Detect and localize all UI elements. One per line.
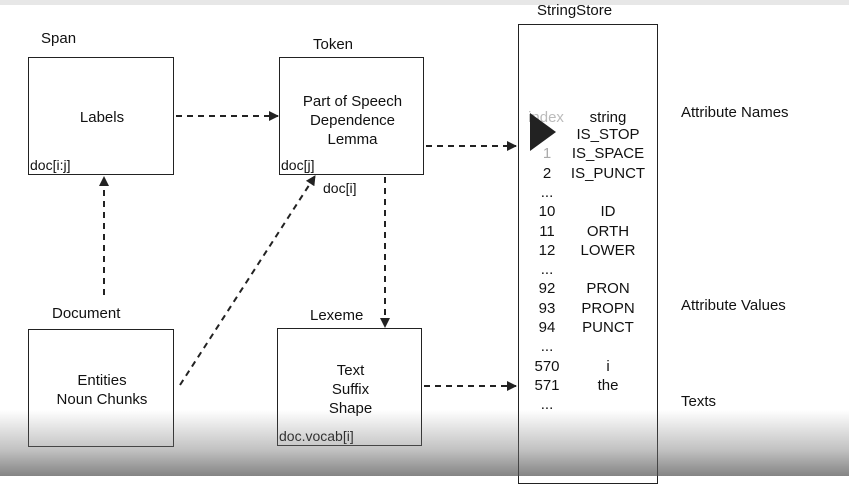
stringstore-index: 570	[534, 357, 560, 375]
span-title: Span	[41, 30, 77, 47]
stringstore-box	[518, 24, 658, 484]
token-line-pos: Part of Speech	[302, 93, 403, 110]
stringstore-index: 12	[538, 241, 556, 259]
stringstore-string: PRON	[586, 280, 630, 298]
lexeme-line-suffix: Suffix	[331, 381, 370, 398]
stringstore-index: ...	[540, 338, 554, 356]
stringstore-string: the	[597, 376, 619, 394]
stringstore-index: 10	[538, 203, 556, 221]
stringstore-string: ID	[600, 203, 616, 221]
stringstore-title: StringStore	[537, 2, 613, 19]
token-title: Token	[313, 36, 354, 53]
stringstore-string: IS_PUNCT	[570, 164, 646, 182]
arrow-document-to-token	[179, 175, 316, 386]
span-accessor: doc[i:j]	[30, 157, 71, 173]
token-content: Part of Speech Dependence Lemma	[280, 92, 425, 149]
texts-label: Texts	[681, 393, 717, 410]
stringstore-index: 93	[538, 299, 556, 317]
document-title: Document	[52, 305, 121, 322]
document-line-noun-chunks: Noun Chunks	[56, 391, 148, 408]
stringstore-index: 2	[542, 164, 552, 182]
stringstore-index: 94	[538, 319, 556, 336]
stringstore-index: 11	[539, 222, 555, 240]
token-line-lemma: Lemma	[327, 131, 378, 148]
span-content: Labels	[79, 109, 125, 126]
token-accessor: doc[j]	[281, 157, 315, 173]
span-box: Labels doc[i:j]	[28, 57, 174, 175]
attribute-names-label: Attribute Names	[681, 104, 789, 121]
document-line-entities: Entities	[77, 372, 127, 389]
token-box: Part of Speech Dependence Lemma doc[j]	[279, 57, 424, 175]
stringstore-index: 1	[542, 145, 552, 163]
stringstore-index: 571	[534, 376, 560, 394]
stringstore-index: ...	[540, 396, 554, 414]
token-line-dep: Dependence	[309, 112, 396, 129]
token-accessor-below: doc[i]	[323, 180, 357, 196]
lexeme-title: Lexeme	[310, 307, 364, 324]
stringstore-string: IS_SPACE	[571, 145, 645, 163]
stringstore-string: i	[606, 357, 610, 375]
stringstore-index: ...	[540, 261, 554, 279]
stringstore-string: IS_STOP	[576, 126, 640, 143]
lexeme-line-text: Text	[336, 362, 365, 379]
stringstore-string: ORTH	[586, 222, 630, 240]
stringstore-string: PUNCT	[582, 319, 634, 336]
stringstore-index: ...	[540, 183, 554, 201]
stringstore-string: LOWER	[580, 241, 636, 259]
document-content: Entities Noun Chunks	[29, 371, 175, 409]
stringstore-string: PROPN	[581, 299, 635, 317]
top-divider	[0, 0, 849, 5]
stringstore-string-header: string	[589, 109, 627, 126]
attribute-values-label: Attribute Values	[681, 297, 786, 314]
play-icon	[530, 113, 556, 151]
stringstore-index: 92	[538, 280, 556, 298]
